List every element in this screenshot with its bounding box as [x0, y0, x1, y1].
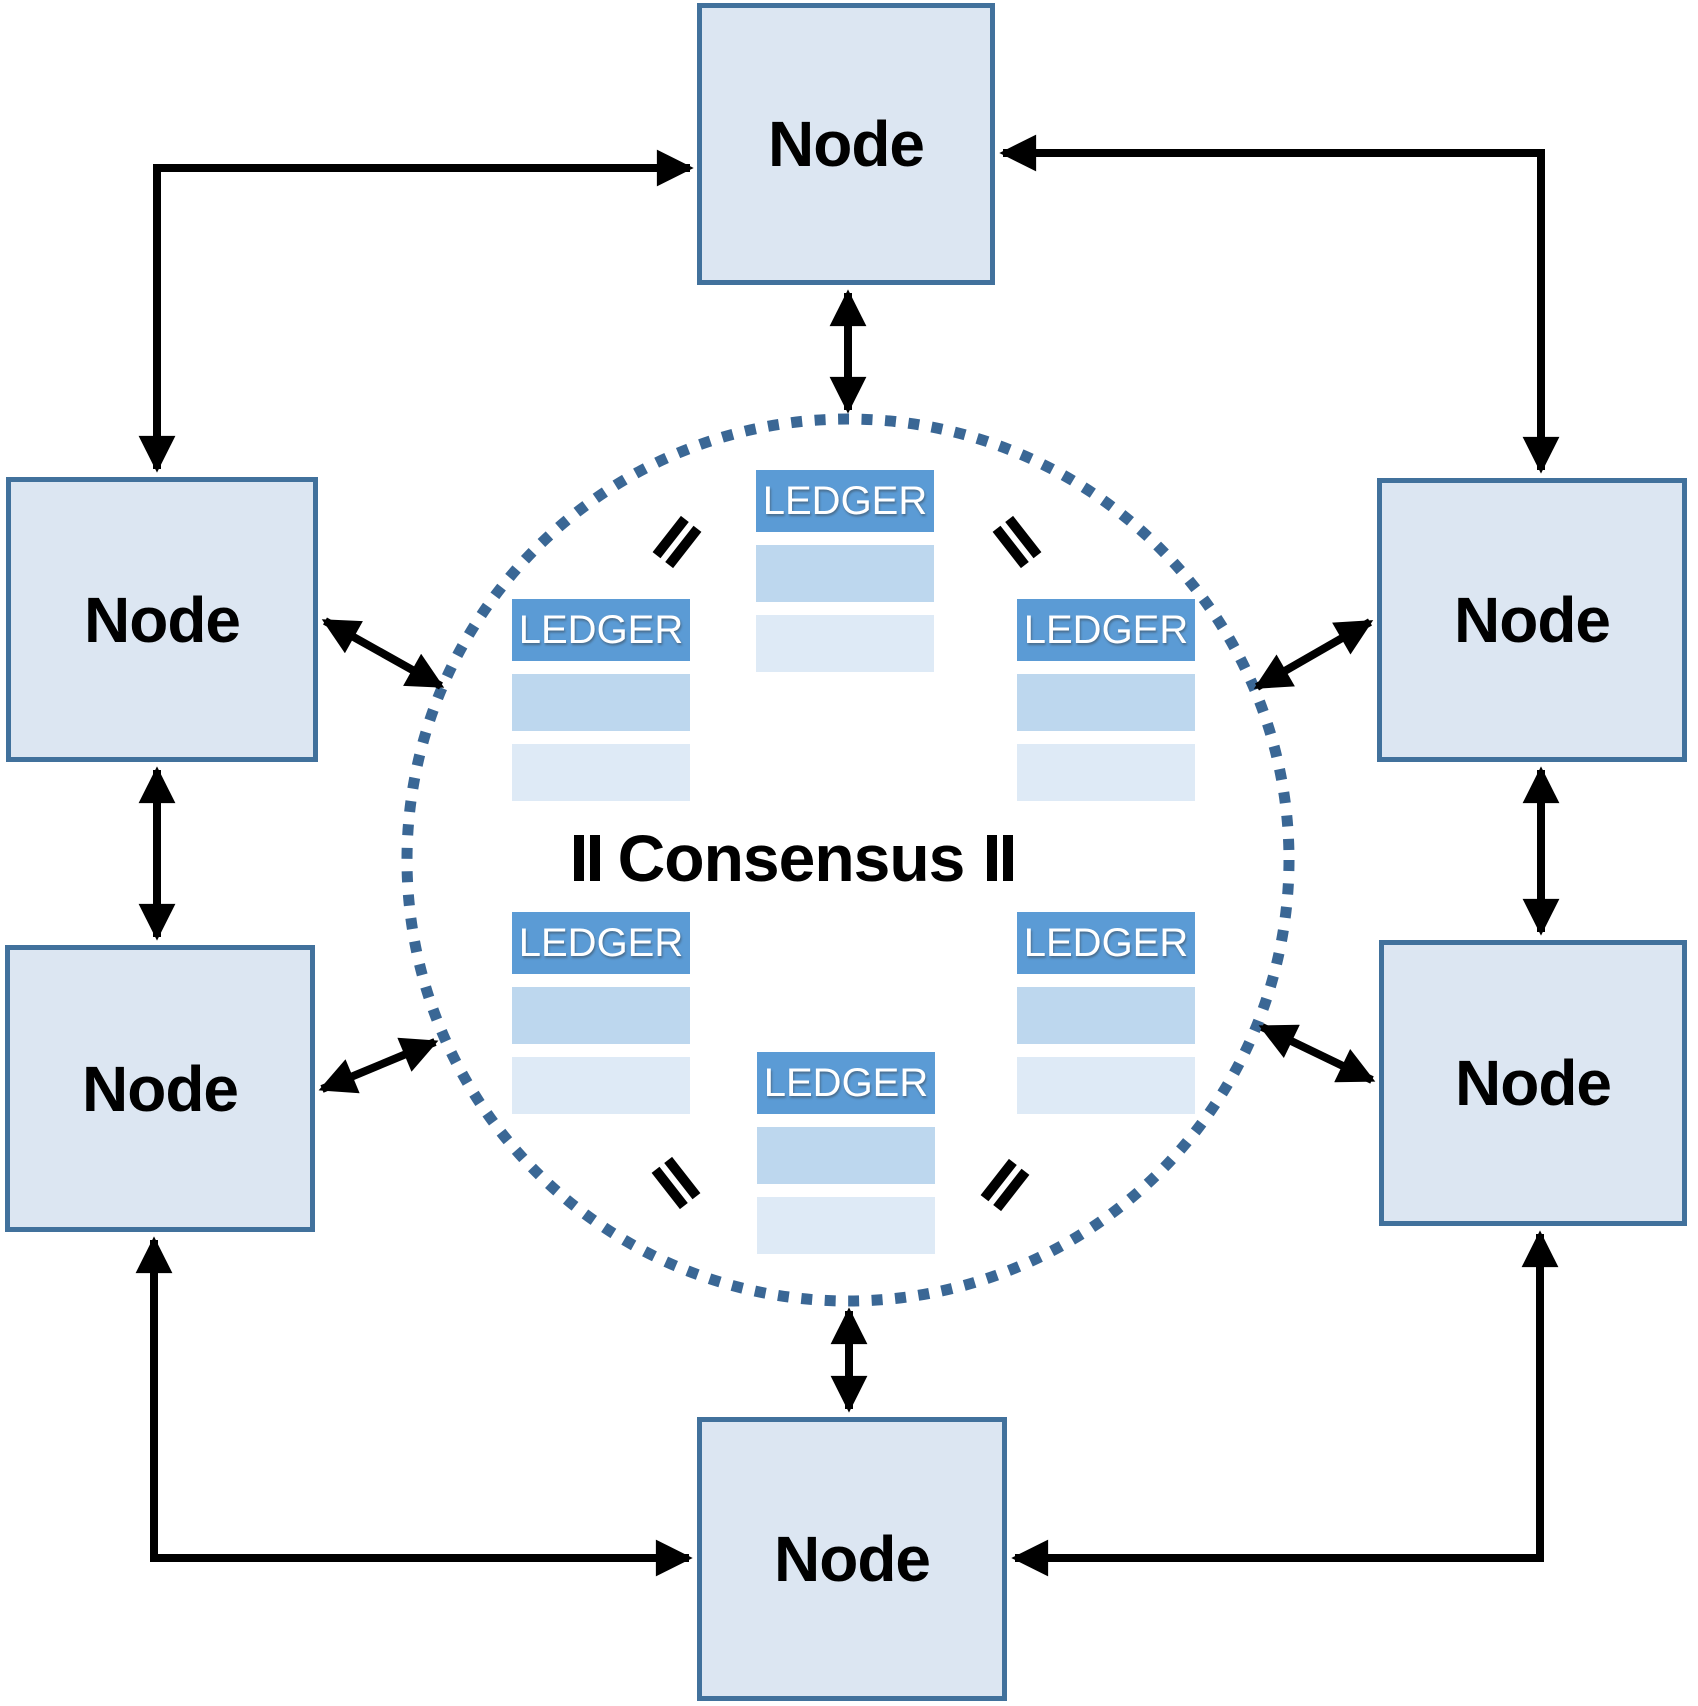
ledger-row: [756, 545, 934, 602]
connector-elbow-top-right: [999, 134, 1560, 474]
node-label: Node: [768, 108, 925, 180]
ledger-header: LEDGER: [512, 912, 690, 974]
ledger-row: [757, 1197, 935, 1254]
node-box-bottom: Node: [697, 1417, 1007, 1701]
node-box-upper-right: Node: [1377, 478, 1687, 762]
ledger-row: [512, 1057, 690, 1114]
ledger-table-lower-right: LEDGER: [1017, 912, 1195, 1114]
node-label: Node: [82, 1052, 239, 1125]
ledger-row: [1017, 744, 1195, 801]
connector-upper-left-diagonal: [321, 617, 445, 690]
node-box-lower-left: Node: [5, 945, 315, 1232]
node-box-upper-left: Node: [6, 477, 318, 762]
node-label: Node: [1455, 1047, 1612, 1119]
connector-elbow-top-left: [138, 149, 694, 473]
node-label: Node: [774, 1523, 931, 1595]
ledger-header: LEDGER: [757, 1052, 935, 1114]
consensus-dotted-circle: [401, 413, 1295, 1307]
ledger-header: LEDGER: [756, 470, 934, 532]
ledger-table-upper-right: LEDGER: [1017, 599, 1195, 801]
ledger-table-bottom-center: LEDGER: [757, 1052, 935, 1254]
connector-elbow-bottom-right: [1011, 1230, 1559, 1577]
connector-lower-left-diagonal: [318, 1037, 439, 1094]
ledger-row: [756, 615, 934, 672]
node-label: Node: [84, 583, 241, 656]
ledger-row: [1017, 987, 1195, 1044]
consensus-label: Consensus: [617, 821, 966, 895]
ledger-row: [1017, 1057, 1195, 1114]
ledger-row: [512, 674, 690, 731]
node-label: Node: [1454, 584, 1611, 656]
connector-upper-right-diagonal: [1253, 618, 1374, 691]
ledger-table-lower-left: LEDGER: [512, 912, 690, 1114]
connector-lower-right-diagonal: [1258, 1023, 1376, 1084]
ledger-row: [1017, 674, 1195, 731]
ledger-row: [757, 1127, 935, 1184]
ledger-table-top-center: LEDGER: [756, 470, 934, 672]
ledger-row: [512, 987, 690, 1044]
ledger-header: LEDGER: [1017, 599, 1195, 661]
node-box-lower-right: Node: [1379, 940, 1687, 1226]
ledger-table-upper-left: LEDGER: [512, 599, 690, 801]
ledger-header: LEDGER: [1017, 912, 1195, 974]
ledger-row: [512, 744, 690, 801]
ledger-header: LEDGER: [512, 599, 690, 661]
connector-elbow-bottom-left: [135, 1236, 693, 1577]
node-box-top: Node: [697, 3, 995, 285]
